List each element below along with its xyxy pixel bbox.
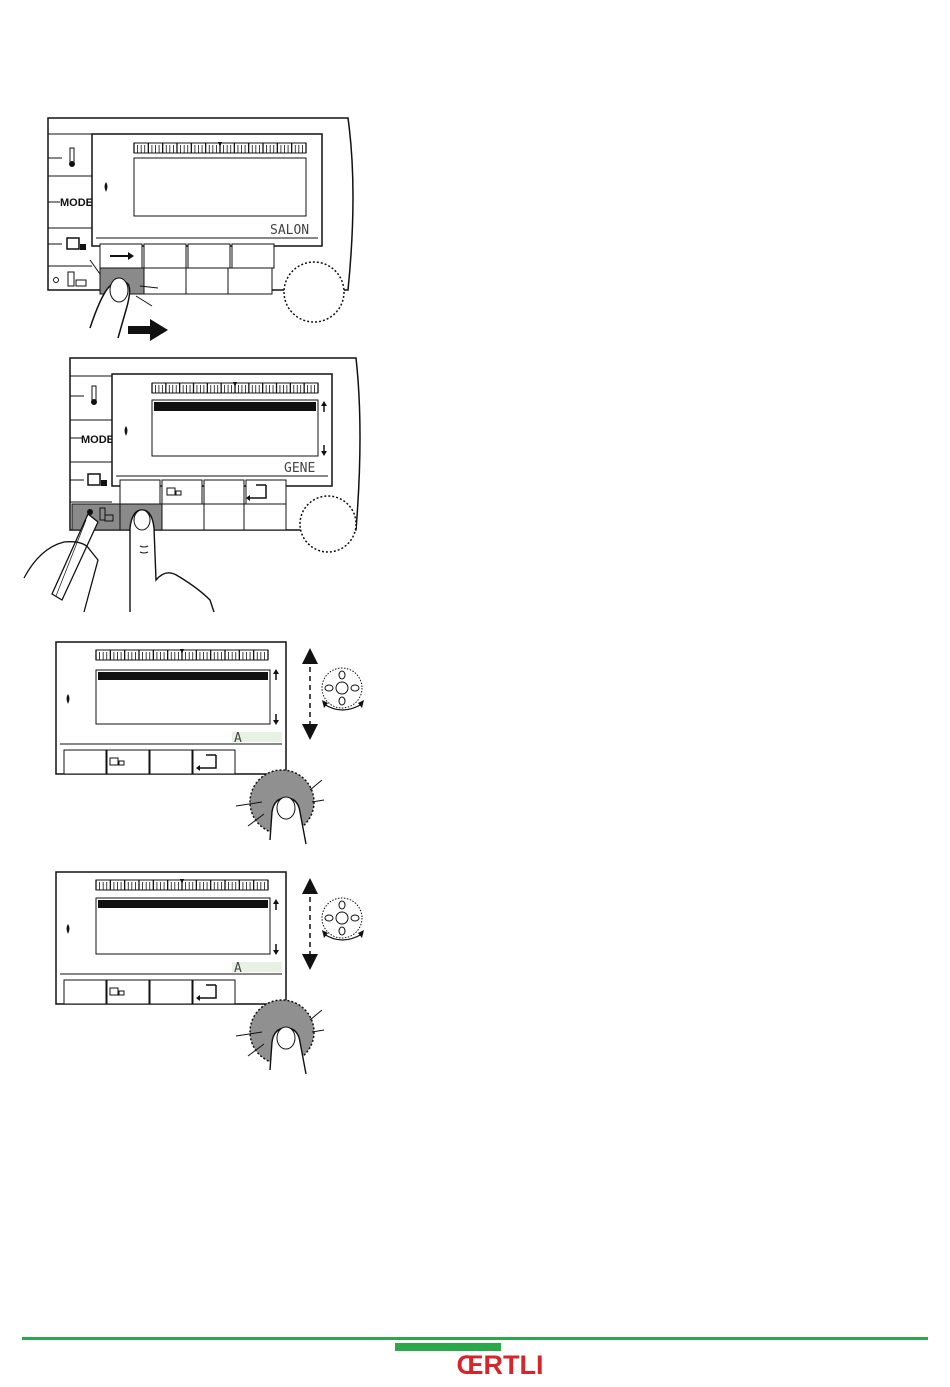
- lower-key-2[interactable]: [144, 268, 186, 294]
- lcd-selected-row: [154, 402, 316, 411]
- mode-label: MODE: [81, 434, 114, 446]
- softkey-2[interactable]: [107, 750, 149, 774]
- softkey-2[interactable]: [162, 480, 202, 504]
- lcd-display-area: [134, 158, 306, 216]
- softkey-3[interactable]: [188, 244, 230, 268]
- knob-rotate-icon: [322, 668, 364, 710]
- big-arrow-right-icon: [128, 319, 168, 341]
- lcd-label: SALON: [270, 223, 309, 238]
- vertical-double-arrow-icon: [302, 648, 318, 740]
- figure-4-scroll-menu: A: [0, 860, 380, 1090]
- figure-1-controller-press-key: MODE SALON: [0, 110, 380, 350]
- lower-key-2[interactable]: [162, 504, 204, 530]
- lcd-label: GENE: [284, 461, 315, 476]
- figure-1-svg: MODE SALON: [0, 110, 380, 350]
- rotary-knob-icon[interactable]: [300, 496, 356, 552]
- figure-3-svg: A: [0, 630, 380, 860]
- lower-key-4[interactable]: [228, 268, 272, 294]
- vertical-double-arrow-icon: [302, 878, 318, 970]
- softkey-3[interactable]: [150, 980, 192, 1004]
- softkey-1[interactable]: [64, 750, 106, 774]
- figure-4-svg: A: [0, 860, 380, 1090]
- time-ruler: [152, 382, 318, 393]
- time-ruler: [134, 142, 306, 153]
- pencil-hand-icon: [24, 509, 98, 612]
- softkey-1[interactable]: [120, 480, 160, 504]
- finger-turn-knob-icon: [236, 770, 324, 844]
- figure-2-svg: MODE GENE: [0, 350, 380, 620]
- mode-label: MODE: [60, 197, 93, 209]
- softkey-3[interactable]: [204, 480, 244, 504]
- softkey-4[interactable]: [232, 244, 274, 268]
- brand-logo: ŒRTLI: [440, 1350, 560, 1380]
- footer-rule: [22, 1337, 928, 1340]
- figure-2-controller-installer-access: MODE GENE: [0, 350, 380, 620]
- lower-key-4[interactable]: [244, 504, 286, 530]
- lower-key-3[interactable]: [204, 504, 244, 530]
- finger-turn-knob-icon: [236, 1000, 324, 1074]
- softkey-2[interactable]: [107, 980, 149, 1004]
- time-ruler: [96, 879, 268, 890]
- softkey-2[interactable]: [144, 244, 186, 268]
- softkey-3[interactable]: [150, 750, 192, 774]
- softkey-1[interactable]: [64, 980, 106, 1004]
- lcd-selected-row: [98, 900, 268, 908]
- lcd-selected-row: [98, 672, 268, 680]
- rotary-knob-icon[interactable]: [284, 262, 344, 322]
- time-ruler: [96, 649, 268, 660]
- knob-rotate-icon: [322, 898, 364, 940]
- figure-3-scroll-menu: A: [0, 630, 380, 860]
- lower-key-3[interactable]: [186, 268, 228, 294]
